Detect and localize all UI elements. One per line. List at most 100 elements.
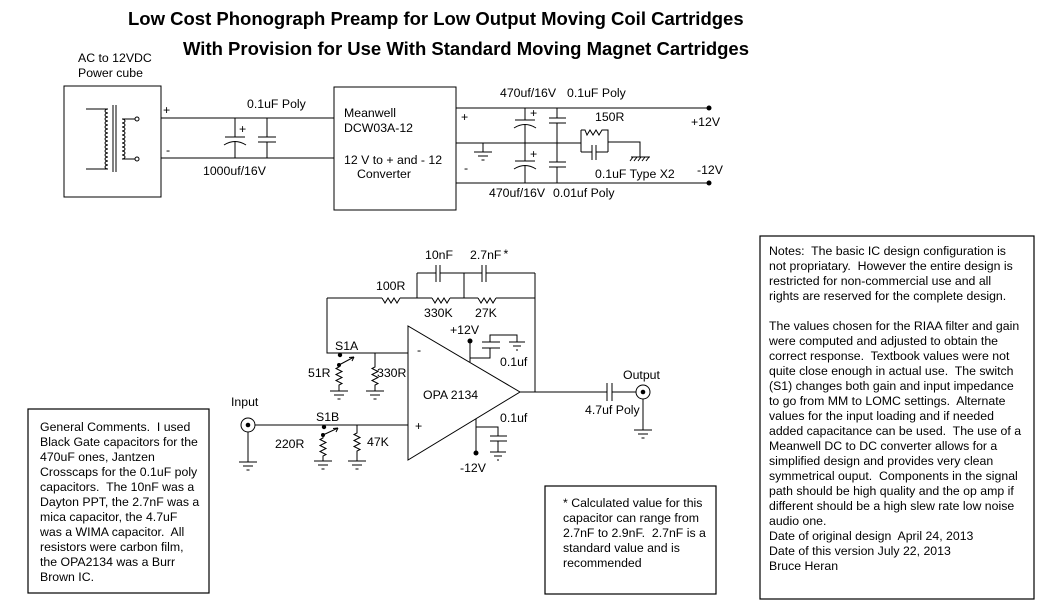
general-comments-line: resistors were carbon film, <box>40 540 184 554</box>
resistor-feedback-330k-label: 330K <box>424 306 454 320</box>
converter-label-1: Meanwell <box>344 106 396 120</box>
design-notes-line: not propriatary. However the entire desi… <box>769 259 1013 273</box>
resistor-feedback-330k <box>431 297 451 304</box>
capacitor-bypass-negative-label: 0.1uf <box>500 411 528 425</box>
design-notes-line: restricted for non-commercial use and al… <box>769 274 991 288</box>
ground-icon <box>314 460 332 470</box>
resistor-feedback-27k-label: 27K <box>475 306 498 320</box>
ground-icon <box>348 460 366 470</box>
design-notes-line: Meanwell DC to DC converter allows for a <box>769 439 997 453</box>
asterisk-note-line: capacitor can range from <box>563 511 699 525</box>
resistor-330r <box>370 353 380 391</box>
capacitor-input-poly <box>258 118 276 158</box>
resistor-feedback-100r-label: 100R <box>376 279 406 293</box>
capacitor-positive-electrolytic-label: 470uf/16V <box>500 86 557 100</box>
design-notes-date-version: Date of this version July 22, 2013 <box>769 544 951 558</box>
wire-chassis <box>608 141 641 157</box>
ground-icon <box>239 432 257 471</box>
resistor-s1b-220r-label: 220R <box>275 437 305 451</box>
general-comments-line: mica capacitor, the 4.7uF <box>40 510 178 524</box>
ground-icon <box>330 390 348 400</box>
ground-icon <box>490 451 506 461</box>
capacitor-feedback-10nf-label: 10nF <box>425 248 454 262</box>
asterisk-note-line: recommended <box>563 556 642 570</box>
design-notes-line: audio one. <box>769 514 826 528</box>
title-line-1: Low Cost Phonograph Preamp for Low Outpu… <box>128 8 744 29</box>
design-notes-box: Notes: The basic IC design configuration… <box>759 235 1035 600</box>
opamp-triangle-icon <box>407 325 521 461</box>
general-comments-line: Crosscaps for the 0.1uF poly <box>40 465 198 479</box>
input-jack-center <box>245 422 251 428</box>
capacitor-bypass-positive-label: 0.1uf <box>500 355 528 369</box>
input-label: Input <box>231 395 259 409</box>
capacitor-negative-electrolytic: + <box>513 143 537 183</box>
general-comments-line: capacitors. The 10nF was a <box>40 480 194 494</box>
output-minus-sign: - <box>464 161 468 175</box>
general-comments-line: Black Gate capacitors for the <box>40 435 198 449</box>
converter-label-4: Converter <box>357 167 411 181</box>
design-notes-line: path should be high quality and the op a… <box>769 484 1014 498</box>
switch-s1b-arm-icon <box>322 427 339 436</box>
power-cube-box <box>63 85 162 198</box>
design-notes-line: added capacitance can be used. The use o… <box>769 424 1021 438</box>
design-notes-date-original: Date of original design April 24, 2013 <box>769 529 974 543</box>
resistor-feedback-100r <box>381 297 401 304</box>
input-plus-sign: + <box>163 103 170 117</box>
rail-positive-terminal <box>706 105 712 111</box>
capacitor-ground-lift <box>581 145 608 160</box>
asterisk-note-line: * Calculated value for this <box>563 496 702 510</box>
resistor-s1a-51r-label: 51R <box>308 366 331 380</box>
capacitor-positive-electrolytic: + <box>513 106 537 143</box>
asterisk-note-line: standard value and is <box>563 541 680 555</box>
power-cube-label-1: AC to 12VDC <box>78 51 152 65</box>
output-jack-center <box>640 389 646 395</box>
preamp-section: 10nF 2.7nF* 100R 330K 27K S1A 51R 330R -… <box>231 247 660 475</box>
asterisk-note-border <box>544 485 717 595</box>
design-notes-line: symmetrical ouput. Components in the sig… <box>769 469 1018 483</box>
resistor-input-load-47k-label: 47K <box>367 435 390 449</box>
design-notes-line: were computed and adjusted to obtain the <box>768 334 998 348</box>
design-notes-author: Bruce Heran <box>769 559 838 573</box>
general-comments-border <box>27 408 210 594</box>
asterisk-note-line: 2.7nF to 2.9nF. 2.7nF is a <box>563 526 706 540</box>
polarity-plus-sign: + <box>530 147 537 161</box>
design-notes-line: Notes: The basic IC design configuration… <box>769 244 1006 258</box>
power-cube <box>63 85 162 198</box>
ground-icon <box>474 143 492 161</box>
opamp-supply-negative-label: -12V <box>460 461 487 475</box>
resistor-ground-lift-label: 150R <box>595 110 625 124</box>
design-notes-line: simplified design and provides very clea… <box>769 454 993 468</box>
general-comments-line: General Comments. I used <box>40 420 191 434</box>
opamp-supply-positive-label: +12V <box>450 323 480 337</box>
title-line-2: With Provision for Use With Standard Mov… <box>183 38 749 59</box>
asterisk-mark: * <box>503 247 508 261</box>
polarity-plus-sign: + <box>239 122 246 136</box>
input-minus-sign: - <box>166 143 170 157</box>
power-cube-label-2: Power cube <box>78 66 143 80</box>
supply-negative-terminal <box>473 450 479 456</box>
resistor-s1a-51r <box>334 365 344 391</box>
capacitor-bypass-positive <box>469 334 518 362</box>
resistor-ground-lift <box>580 129 609 152</box>
wire-inverting-input <box>326 298 408 354</box>
switch-s1a-label: S1A <box>335 339 359 353</box>
capacitor-output-label: 4.7uf Poly <box>585 403 641 417</box>
ground-icon <box>509 341 525 351</box>
capacitor-positive-poly <box>549 108 566 143</box>
design-notes-line: values for the input loading and if need… <box>769 409 994 423</box>
opamp-noninverting-sign: + <box>415 419 422 433</box>
design-notes-border <box>759 235 1035 600</box>
capacitor-bypass-negative <box>475 419 507 453</box>
resistor-330r-label: 330R <box>377 366 407 380</box>
capacitor-output <box>520 383 636 401</box>
capacitor-feedback-2n7 <box>481 265 535 282</box>
switch-s1a-contact <box>337 352 343 358</box>
capacitor-value: 2.7nF <box>470 248 502 262</box>
capacitor-negative-poly-label: 0.01uf Poly <box>553 186 615 200</box>
general-comments-line: 470uF ones, Jantzen <box>40 450 155 464</box>
terminal-icon <box>134 156 140 162</box>
resistor-input-load-47k <box>352 425 362 461</box>
design-notes-line: rights are reserved for the complete des… <box>769 289 1006 303</box>
converter-label-3: 12 V to + and - 12 <box>344 153 442 167</box>
